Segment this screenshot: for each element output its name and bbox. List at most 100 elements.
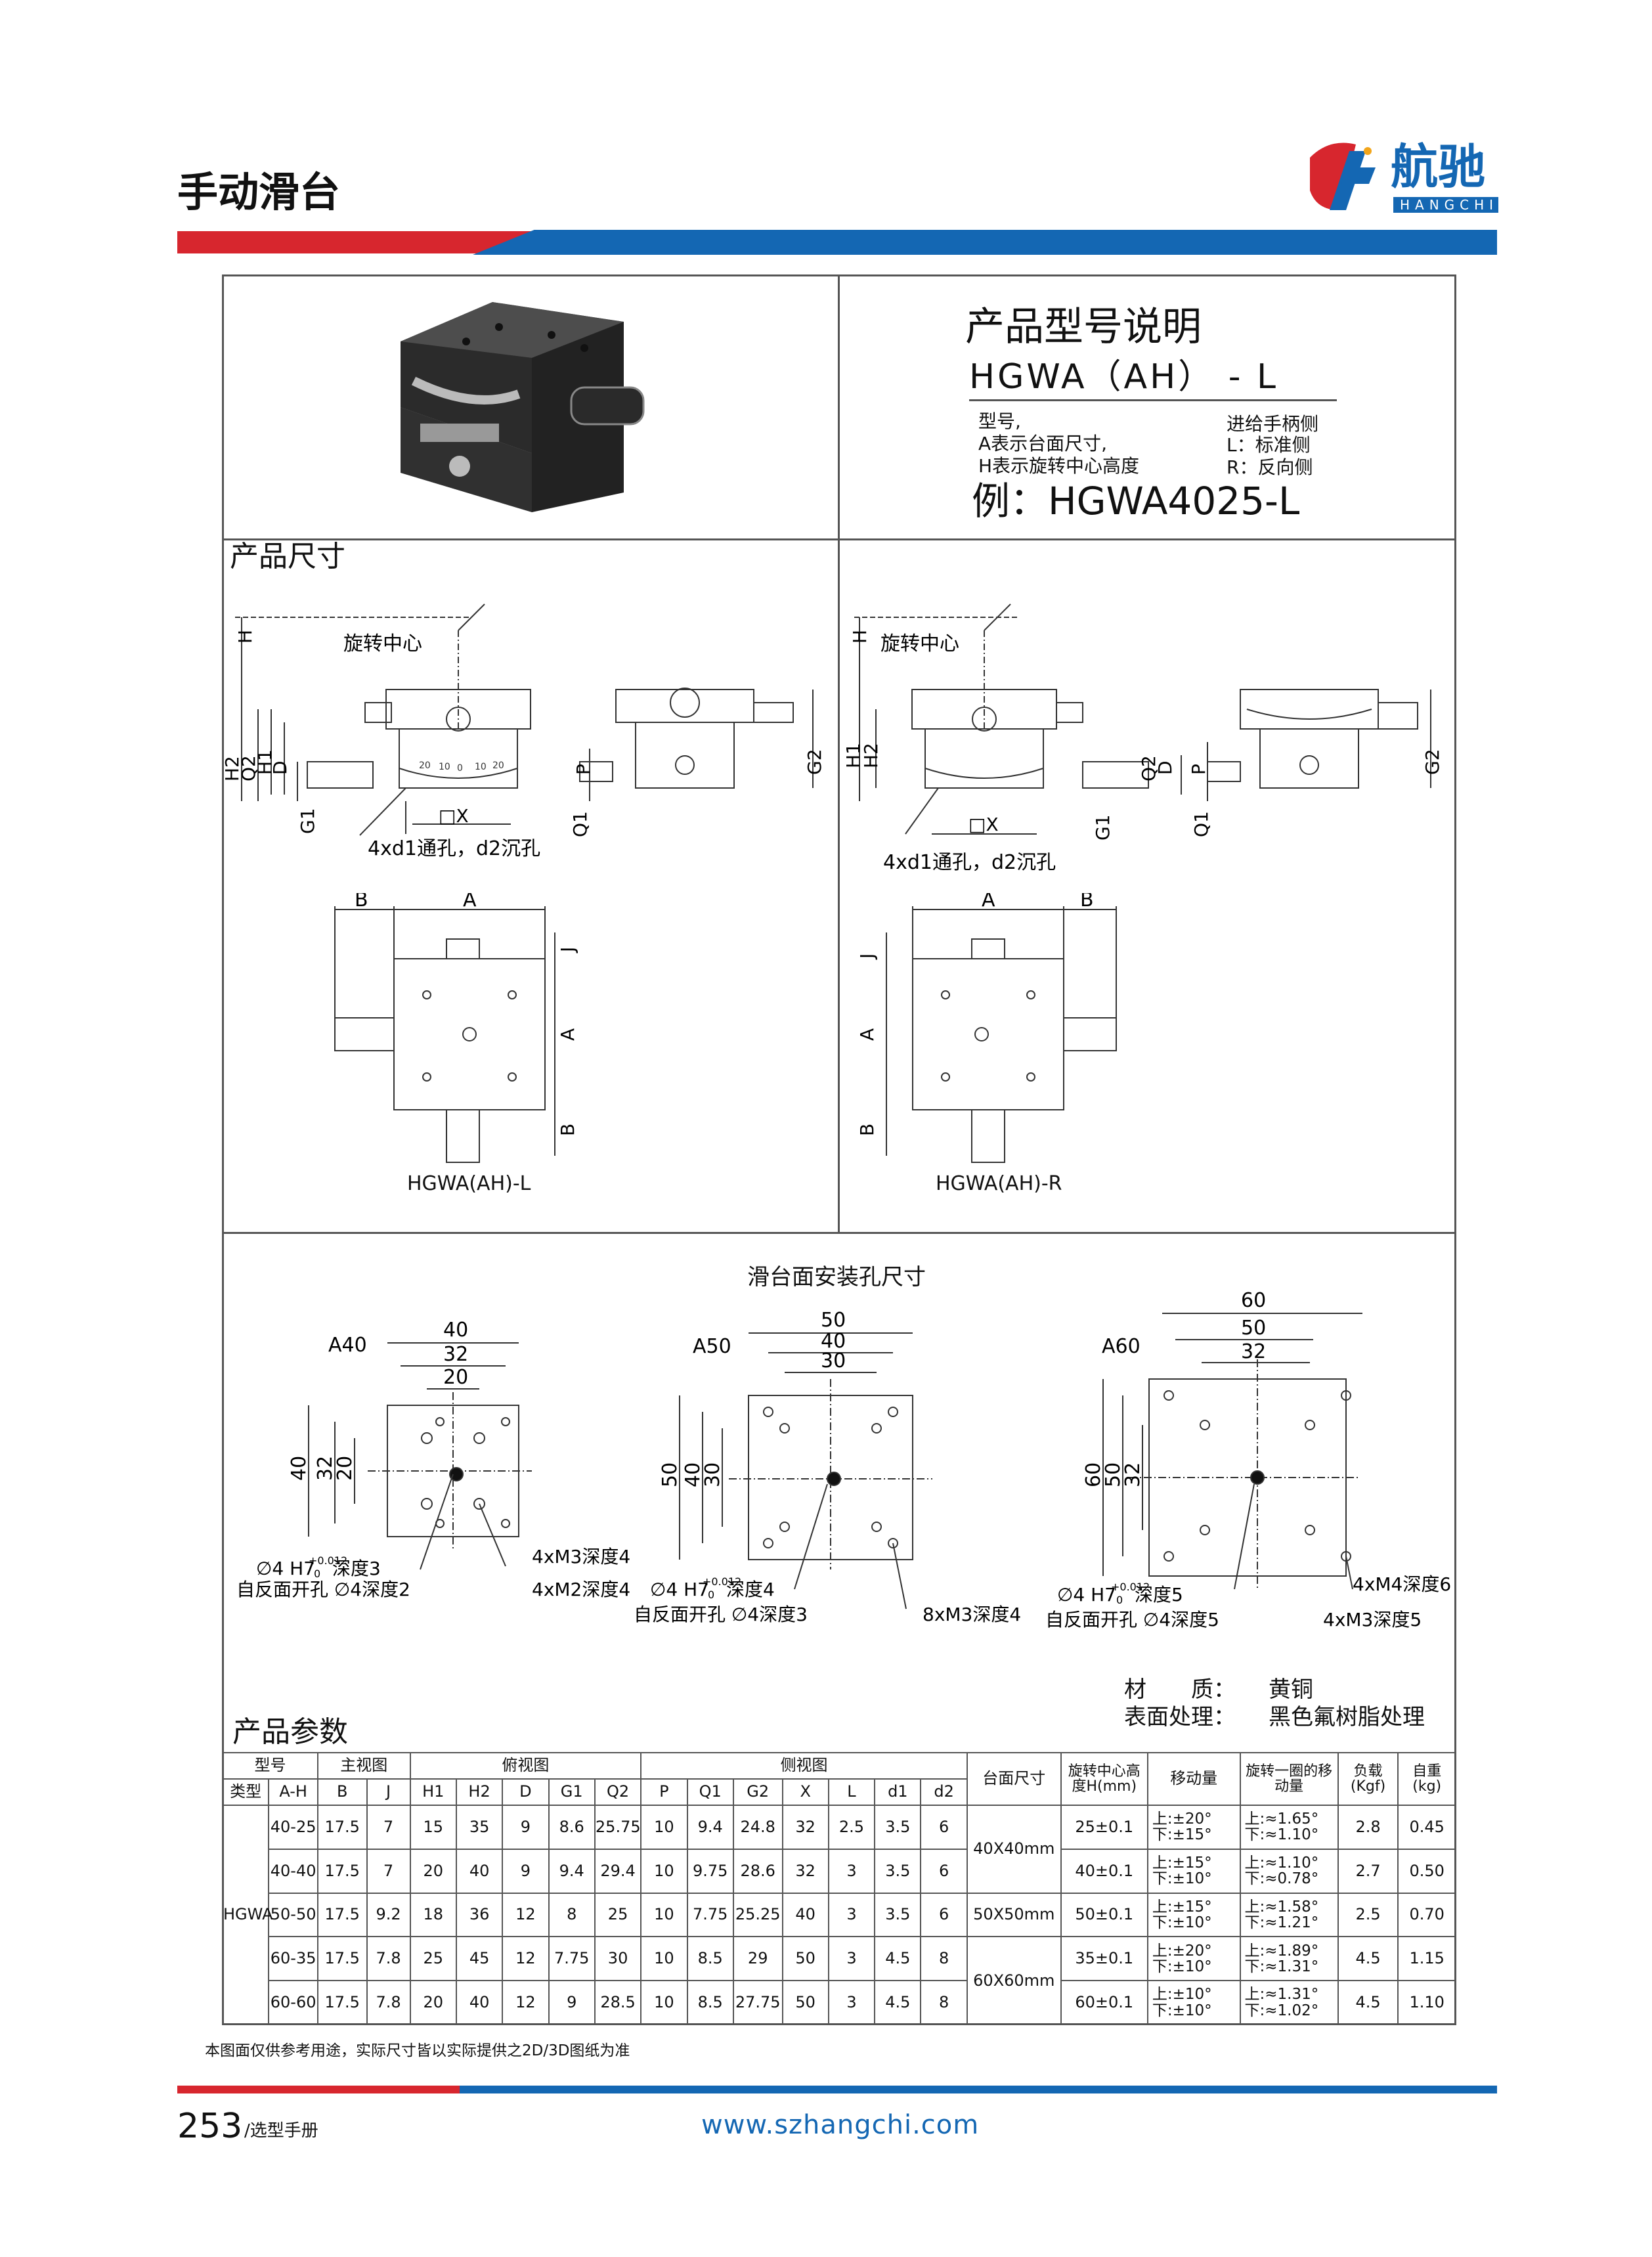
footer-note: 本图面仅供参考用途，实际尺寸皆以实际提供之2D/3D图纸为准 [205,2042,630,2059]
two-line-part: 上:±20° [1152,1810,1212,1828]
svg-text:深度5: 深度5 [1135,1584,1183,1606]
svg-text:32: 32 [314,1456,337,1481]
header-blue-bar [473,230,1497,255]
hdr-weight: 自重(kg) [1397,1752,1456,1806]
param-cell: 50 [781,1980,829,2025]
param-cell: 3.5 [874,1848,922,1894]
col-0: 类型 [221,1778,270,1806]
param-cell: 60-35 [268,1936,318,1982]
param-cell: 25 [409,1936,457,1982]
two-line-part: 下:±10° [1152,1914,1212,1931]
svg-text:0: 0 [457,763,463,774]
svg-text:J: J [557,947,578,953]
two-line-cell: 上:±10°下:±10° [1146,1980,1241,2025]
table-size-cell: 50X50mm [966,1892,1062,1938]
param-cell: 29 [732,1936,783,1982]
two-line-part: 上:±15° [1152,1898,1212,1916]
svg-text:Q1: Q1 [569,811,591,837]
param-cell: 28.5 [594,1980,642,2025]
divider-v-top [838,274,840,1232]
hdr-model: 型号 [222,1752,318,1780]
param-cell: 1.10 [1397,1980,1456,2025]
two-line-cell: 上:≈1.58°下:≈1.21° [1239,1892,1339,1938]
param-cell: 17.5 [316,1848,368,1894]
two-line-part: 上:≈1.58° [1244,1898,1319,1916]
param-cell: 9 [548,1980,596,2025]
param-cell: 40-40 [268,1848,318,1894]
mount-a40: A40 40 32 20 40 32 20 ∅4 H7 +0.012 0 深度3… [236,1319,630,1600]
drawing-front-side-L: H 旋转中心 H2 Q2 H1 D G1 □X 4xd1通孔，d2沉孔 P Q1… [222,603,825,860]
col-2: B [316,1778,368,1806]
svg-text:∅4 H7: ∅4 H7 [650,1579,709,1600]
two-line-part: 上:≈1.89° [1244,1942,1319,1960]
col-9: P [640,1778,688,1806]
svg-text:A: A [982,893,995,911]
param-cell: 20 [409,1980,457,2025]
hdr-per-rev: 旋转一圈的移动量 [1239,1752,1339,1806]
param-cell: 8.5 [686,1936,734,1982]
col-13: L [827,1778,876,1806]
naming-title: 产品型号说明 [965,304,1202,350]
svg-text:4xM3深度5: 4xM3深度5 [1323,1609,1422,1631]
two-line-part: 下:≈1.02° [1244,2002,1319,2019]
website-url[interactable]: www.szhangchi.com [701,2110,980,2140]
param-cell: 4.5 [874,1980,922,2025]
drawing-top-L: B A J A B [334,893,578,1163]
svg-text:60: 60 [1241,1289,1266,1312]
param-cell: 6 [920,1892,968,1938]
svg-text:Q1: Q1 [1190,811,1212,837]
svg-text:0: 0 [1116,1594,1123,1606]
rot-center-cell: 25±0.1 [1060,1805,1148,1850]
svg-text:30: 30 [821,1349,846,1372]
col-5: H2 [455,1778,504,1806]
type-cell: HGWA [221,1805,272,2025]
param-cell: 4.5 [874,1936,922,1982]
holes-note-L: 4xd1通孔，d2沉孔 [368,837,540,860]
param-cell: 7.75 [686,1892,734,1938]
two-line-cell: 上:≈1.65°下:≈1.10° [1239,1805,1339,1850]
two-line-cell: 上:≈1.31°下:≈1.02° [1239,1980,1339,2025]
mount-a50: A50 50 40 30 50 40 30 ∅4 H7 +0.012 0 深度4… [634,1309,1021,1625]
material-value: 黄铜 [1269,1676,1313,1703]
two-line-part: 上:≈1.10° [1244,1854,1319,1872]
two-line-cell: 上:±20°下:±15° [1146,1805,1241,1850]
two-line-cell: 上:±15°下:±10° [1146,1892,1241,1938]
param-cell: 7.8 [366,1980,411,2025]
two-line-cell: 上:≈1.10°下:≈0.78° [1239,1848,1339,1894]
footer-blue-bar [460,2086,1497,2093]
naming-right-3: R：反向侧 [1227,456,1313,478]
param-cell: 9.4 [686,1805,734,1850]
col-7: G1 [548,1778,596,1806]
param-cell: 2.5 [1337,1892,1399,1938]
col-1: A-H [268,1778,318,1806]
hdr-side: 侧视图 [640,1752,968,1780]
param-cell: 27.75 [732,1980,783,2025]
svg-text:深度4: 深度4 [726,1579,775,1600]
two-line-part: 上:±20° [1152,1942,1212,1960]
param-cell: 8.5 [686,1980,734,2025]
svg-text:40: 40 [682,1462,705,1487]
svg-text:自反面开孔 ∅4深度3: 自反面开孔 ∅4深度3 [634,1604,808,1625]
product-photo [401,302,645,512]
param-cell: 18 [409,1892,457,1938]
two-line-part: 上:≈1.31° [1244,1986,1319,2004]
svg-text:B: B [860,1124,878,1136]
svg-text:+0.012: +0.012 [309,1554,347,1567]
param-cell: 36 [455,1892,504,1938]
svg-text:Q2: Q2 [1138,755,1160,781]
param-cell: 17.5 [316,1892,368,1938]
svg-text:+0.012: +0.012 [1111,1581,1150,1593]
svg-text:G2: G2 [804,749,825,775]
rot-center-cell: 40±0.1 [1060,1848,1148,1894]
svg-text:B: B [557,1124,578,1136]
naming-underline [969,399,1337,401]
surface-value: 黑色氟树脂处理 [1269,1704,1425,1730]
col-8: Q2 [594,1778,642,1806]
param-cell: 4.5 [1337,1980,1399,2025]
naming-left-3: H表示旋转中心高度 [978,455,1140,477]
two-line-part: 下:±10° [1152,1958,1212,1975]
svg-text:4xM2深度4: 4xM2深度4 [532,1579,630,1600]
params-table: 型号 主视图 俯视图 侧视图 台面尺寸 旋转中心高度H(mm) 移动量 旋转一圈… [221,1752,1456,2025]
